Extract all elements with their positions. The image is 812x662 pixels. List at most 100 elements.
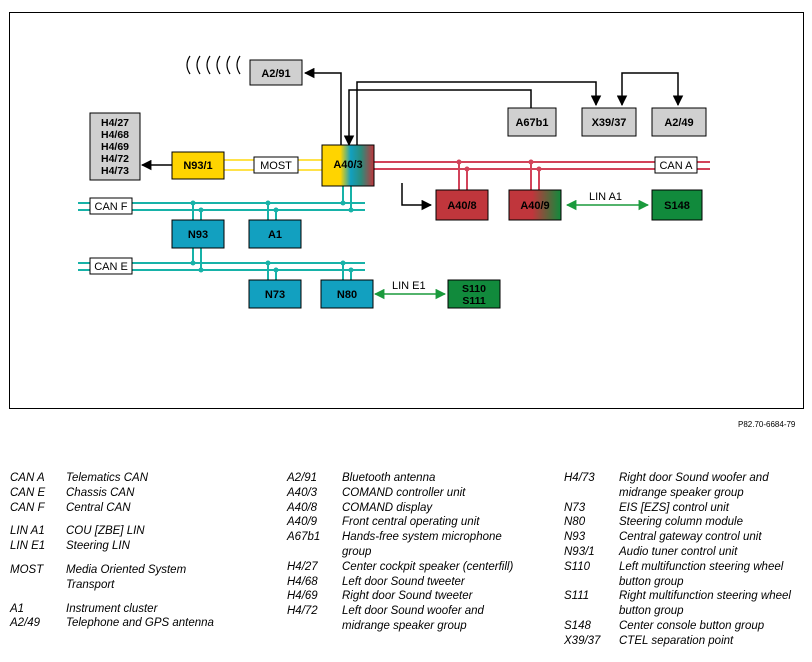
x39-37-box xyxy=(581,107,637,137)
legend-code: CAN F xyxy=(10,501,45,514)
n80-label: N80 xyxy=(337,289,357,301)
lin-e1-label: LIN E1 xyxy=(392,280,426,292)
legend-code: X39/37 xyxy=(564,634,601,647)
antenna-waves-icon xyxy=(186,55,241,75)
a40-3-box xyxy=(321,144,375,187)
legend-desc: Front central operating unit xyxy=(342,516,480,529)
n93-box xyxy=(171,219,225,249)
legend-row: H4/73 Right door Sound woofer and midrang… xyxy=(564,471,804,501)
a2-91-box xyxy=(249,59,303,86)
can-f-label-box xyxy=(89,197,133,215)
a40-9-box xyxy=(508,189,562,221)
legend-code: H4/73 xyxy=(564,472,595,484)
h4-speaker-group-box xyxy=(89,112,141,181)
legend-row: MOST Media Oriented System Transport xyxy=(10,563,235,593)
legend-desc: Audio tuner control unit xyxy=(619,545,738,558)
legend-row: A2/91 Bluetooth antenna xyxy=(287,471,517,486)
legend-code: N93 xyxy=(564,531,586,544)
legend-desc: Left door Sound woofer and midrange spea… xyxy=(342,605,484,632)
legend-desc: Center cockpit speaker (centerfill) xyxy=(342,560,514,573)
can-f-label: CAN F xyxy=(95,201,128,213)
a1-label: A1 xyxy=(268,229,282,241)
s110-s111-box xyxy=(447,279,501,309)
legend-code: S148 xyxy=(564,619,591,632)
legend-code: H4/69 xyxy=(287,590,318,603)
legend-code: H4/27 xyxy=(287,560,318,573)
can-a-bus xyxy=(374,161,710,190)
s148-label: S148 xyxy=(664,200,690,212)
s111-label: S111 xyxy=(462,295,486,307)
figure-reference-number: P82.70-6684-79 xyxy=(738,420,796,429)
n93-1-box xyxy=(171,151,225,180)
can-a-label: CAN A xyxy=(659,160,693,172)
legend-desc: Right multifunction steering wheel butto… xyxy=(619,590,791,618)
legend-desc: Bluetooth antenna xyxy=(342,472,436,484)
legend-desc: Right door Sound woofer and midrange spe… xyxy=(619,472,769,499)
legend-row: H4/27 Center cockpit speaker (centerfill) xyxy=(287,560,517,575)
legend-code: A2/49 xyxy=(10,617,41,630)
legend-code: A40/8 xyxy=(287,501,318,514)
legend-code: A2/91 xyxy=(287,472,318,484)
most-label-box xyxy=(253,156,299,174)
legend-row: S148 Center console button group xyxy=(564,619,804,634)
s110-label: S110 xyxy=(462,283,486,295)
legend-row: H4/72 Left door Sound woofer and midrange… xyxy=(287,604,517,634)
legend-desc: COMAND display xyxy=(342,501,433,514)
legend-desc: CTEL separation point xyxy=(619,634,734,647)
legend-row: N93 Central gateway control unit xyxy=(564,530,804,545)
a1-box xyxy=(248,219,302,249)
a40-3-label: A40/3 xyxy=(333,159,362,171)
n73-box xyxy=(248,279,302,309)
lin-a1-label: LIN A1 xyxy=(589,191,622,203)
legend-desc: Central gateway control unit xyxy=(619,531,762,544)
legend-desc: Media Oriented System Transport xyxy=(66,563,187,591)
legend-desc: Center console button group xyxy=(619,619,765,632)
legend-desc: Steering column module xyxy=(619,516,744,529)
a40-8-label: A40/8 xyxy=(447,200,476,212)
legend-desc: Instrument cluster xyxy=(66,602,158,615)
legend-code: N93/1 xyxy=(564,545,595,558)
signal-arrows xyxy=(140,67,684,211)
legend-code: LIN A1 xyxy=(10,525,45,538)
legend-code: LIN E1 xyxy=(10,540,46,553)
legend-row: X39/37 CTEL separation point xyxy=(564,634,804,649)
legend-row: A40/9 Front central operating unit xyxy=(287,515,517,530)
h4-label: H4/27 xyxy=(101,117,129,129)
a67b1-label: A67b1 xyxy=(515,117,548,129)
legend-row: A2/49 Telephone and GPS antenna xyxy=(10,616,235,631)
legend-desc: Telephone and GPS antenna xyxy=(66,617,214,630)
legend-code: MOST xyxy=(10,563,44,576)
n80-box xyxy=(320,279,374,309)
a67b1-box xyxy=(507,107,557,137)
can-a-label-box xyxy=(654,156,698,174)
n93-1-label: N93/1 xyxy=(183,160,212,172)
a40-9-label: A40/9 xyxy=(520,200,549,212)
legend-code: H4/72 xyxy=(287,605,318,618)
legend-desc: Left multifunction steering wheel button… xyxy=(619,560,784,588)
legend-code: CAN E xyxy=(10,486,46,499)
legend-code: A67b1 xyxy=(287,531,321,544)
a2-49-label: A2/49 xyxy=(664,117,693,129)
h4-speaker-group-labels: H4/27 H4/68 H4/69 H4/72 H4/73 xyxy=(101,117,129,177)
legend-code: A40/9 xyxy=(287,516,318,529)
s148-box xyxy=(651,189,703,221)
a2-49-box xyxy=(651,107,707,137)
a40-8-box xyxy=(435,189,489,221)
legend-code: A40/3 xyxy=(287,486,318,499)
h4-label: H4/68 xyxy=(101,129,129,141)
legend-row: A40/8 COMAND display xyxy=(287,501,517,516)
legend-row: S110 Left multifunction steering wheel bu… xyxy=(564,560,804,590)
legend-code: S110 xyxy=(564,560,591,573)
a2-91-label: A2/91 xyxy=(261,68,290,80)
